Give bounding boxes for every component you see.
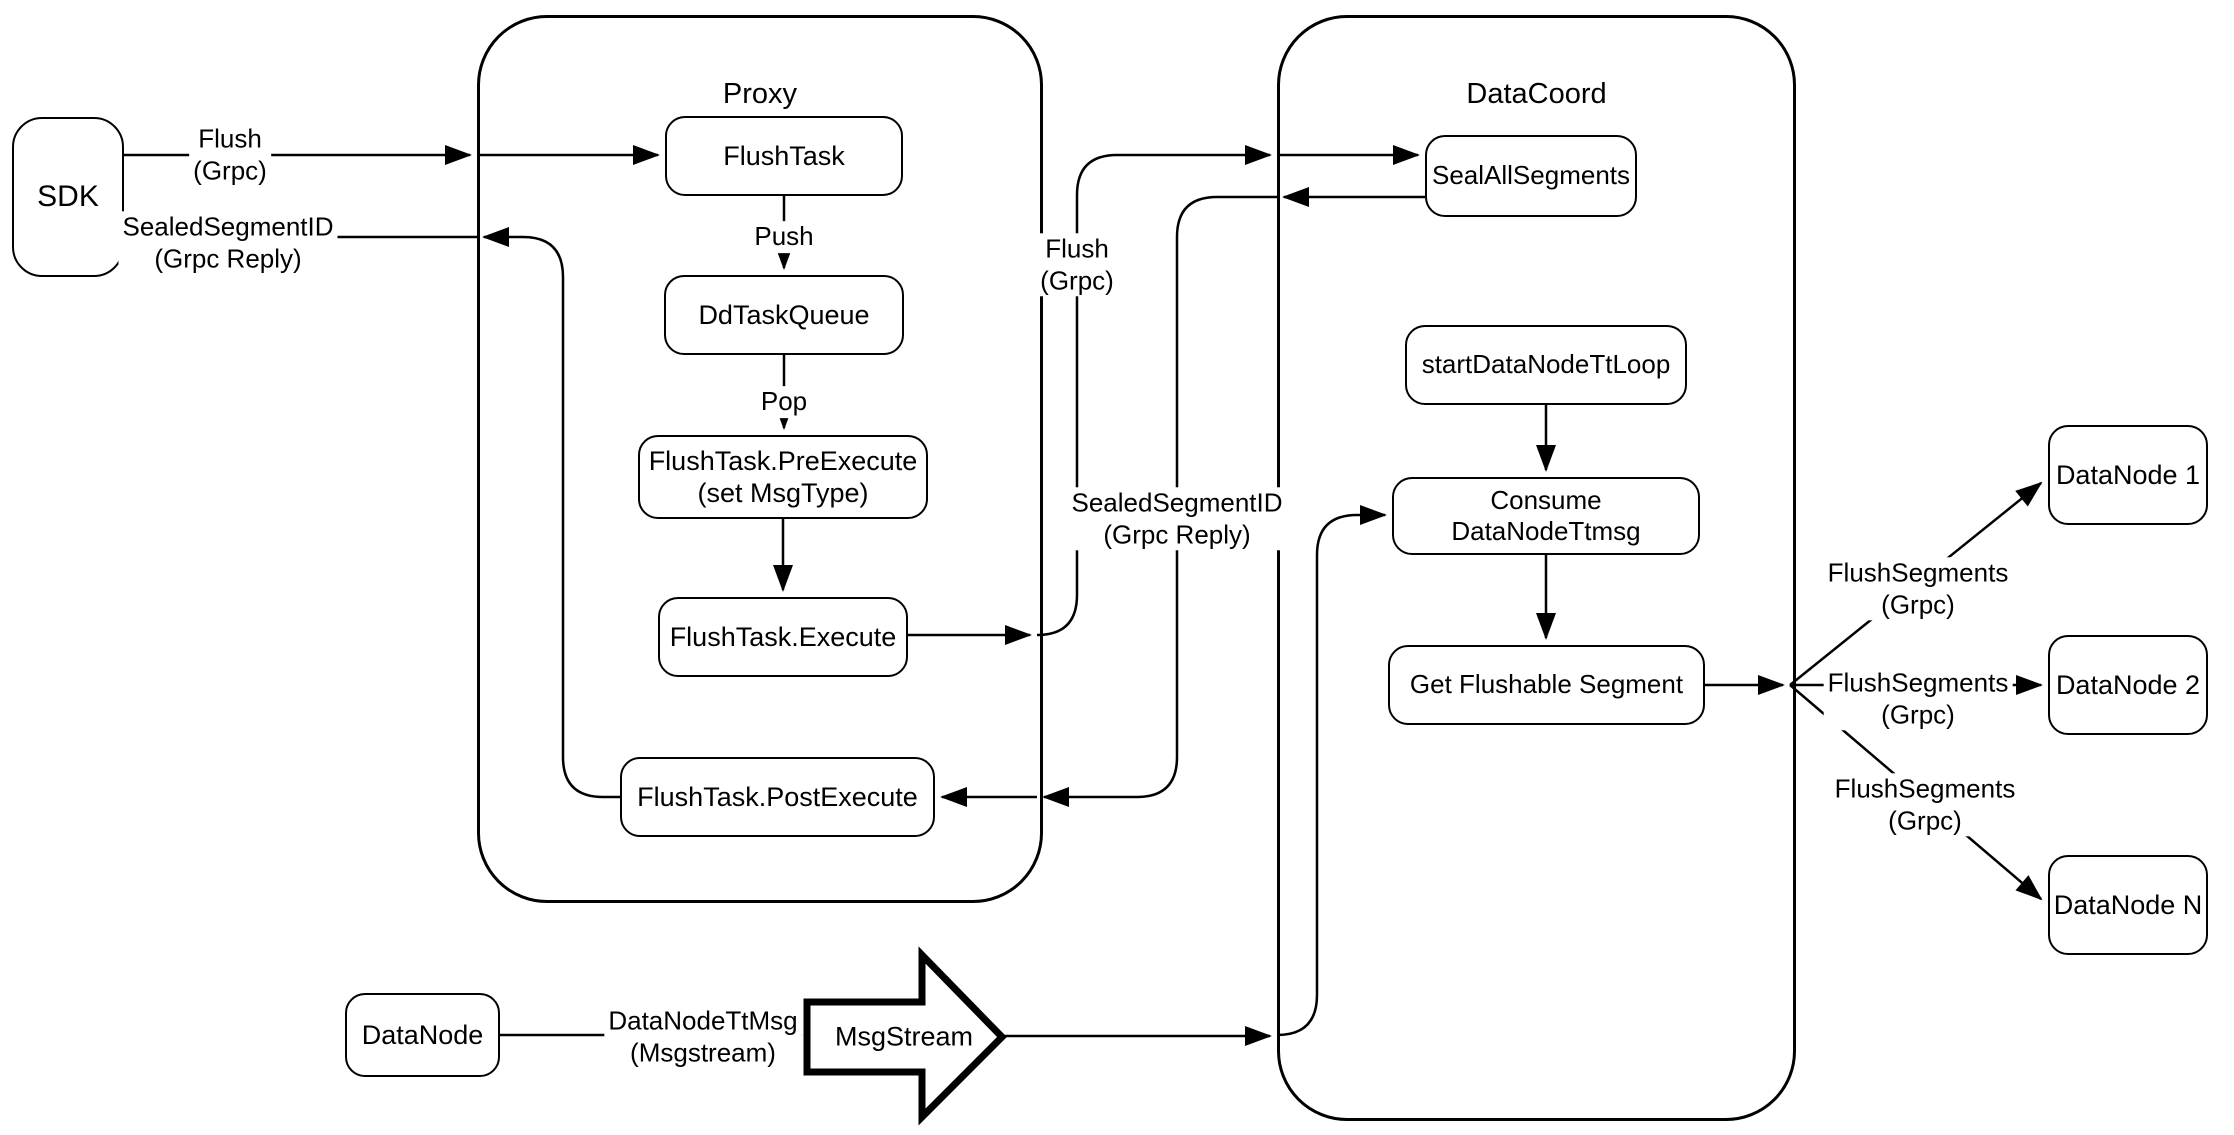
edge-label-sealed-mid: SealedSegmentID (Grpc Reply): [1067, 487, 1287, 551]
edge-label-datanodettmsg: DataNodeTtMsg (Msgstream): [604, 1005, 802, 1069]
edge-label-flush-mid: Flush (Grpc): [1036, 233, 1118, 297]
node-startdatanodettloop: startDataNodeTtLoop: [1405, 325, 1687, 405]
node-flushtask: FlushTask: [665, 116, 903, 196]
node-datanode-label: DataNode: [361, 1019, 484, 1050]
edge-label-flushsegments-1-line2: (Grpc): [1881, 589, 1955, 619]
edge-label-datanodettmsg-line2: (Msgstream): [630, 1037, 776, 1067]
node-datanode-n: DataNode N: [2048, 855, 2208, 955]
edge-datacoord-border-to-consume: [1276, 505, 1387, 1037]
node-postexecute: FlushTask.PostExecute: [620, 757, 935, 837]
node-ddtaskqueue-label: DdTaskQueue: [698, 299, 870, 330]
node-datanode-2: DataNode 2: [2048, 635, 2208, 735]
node-datanode-1: DataNode 1: [2048, 425, 2208, 525]
edge-label-sealed-mid-line2: (Grpc Reply): [1103, 519, 1251, 549]
node-datanode-n-label: DataNode N: [2053, 889, 2203, 920]
node-flushtask-label: FlushTask: [723, 140, 845, 171]
node-postexecute-label: FlushTask.PostExecute: [637, 781, 918, 812]
edge-label-flush-sdk-line2: (Grpc): [193, 155, 267, 185]
edge-label-sealed-sdk: SealedSegmentID (Grpc Reply): [118, 211, 338, 275]
edge-label-flush-mid-line1: Flush: [1045, 233, 1109, 264]
edge-label-push: Push: [750, 221, 818, 253]
edge-label-flushsegments-3-line1: FlushSegments: [1834, 773, 2016, 804]
node-getflushablesegment-label: Get Flushable Segment: [1409, 669, 1684, 700]
edge-label-sealed-sdk-line2: (Grpc Reply): [154, 243, 302, 273]
edge-postexecute-to-proxy-left-border: [482, 227, 620, 799]
edge-label-pop-text: Pop: [760, 386, 808, 417]
msgstream-arrow-shape: [803, 946, 1007, 1126]
edge-label-flushsegments-3: FlushSegments (Grpc): [1830, 773, 2020, 837]
node-preexecute-label-line2: (set MsgType): [697, 478, 869, 508]
node-ddtaskqueue: DdTaskQueue: [664, 275, 904, 355]
node-getflushablesegment: Get Flushable Segment: [1388, 645, 1705, 725]
node-datanode-2-label: DataNode 2: [2055, 669, 2201, 700]
edge-label-flushsegments-2-line1: FlushSegments: [1827, 667, 2009, 698]
edge-label-pop: Pop: [756, 386, 812, 418]
edge-label-flushsegments-3-line2: (Grpc): [1888, 805, 1962, 835]
msgstream-arrow-label: MsgStream: [834, 1021, 974, 1052]
datacoord-container: DataCoord: [1277, 15, 1796, 1121]
node-sdk: SDK: [12, 117, 124, 277]
node-preexecute: FlushTask.PreExecute (set MsgType): [638, 435, 928, 519]
edge-label-flush-sdk-line1: Flush: [198, 123, 262, 154]
node-datanode: DataNode: [345, 993, 500, 1077]
edge-label-sealed-mid-line1: SealedSegmentID: [1071, 487, 1283, 518]
node-sealallsegments-label: SealAllSegments: [1432, 160, 1630, 191]
node-consume-datanodettmsg-label: Consume DataNodeTtmsg: [1451, 484, 1641, 546]
edge-label-flushsegments-1: FlushSegments (Grpc): [1823, 557, 2013, 621]
edge-label-push-text: Push: [754, 221, 814, 252]
edge-label-flush-sdk: Flush (Grpc): [189, 123, 271, 187]
datacoord-container-title: DataCoord: [1466, 78, 1607, 110]
proxy-container: Proxy: [477, 15, 1043, 903]
edge-label-datanodettmsg-line1: DataNodeTtMsg: [608, 1005, 798, 1036]
node-preexecute-label-line1: FlushTask.PreExecute: [648, 445, 918, 476]
proxy-container-title: Proxy: [722, 78, 798, 110]
edge-label-flushsegments-1-line1: FlushSegments: [1827, 557, 2009, 588]
node-execute-label: FlushTask.Execute: [669, 621, 897, 652]
node-consume-datanodettmsg: Consume DataNodeTtmsg: [1392, 477, 1700, 555]
node-startdatanodettloop-label: startDataNodeTtLoop: [1421, 349, 1671, 380]
node-execute: FlushTask.Execute: [658, 597, 908, 677]
edge-flush-proxy-to-datacoord-border: [1036, 145, 1272, 637]
node-sealallsegments: SealAllSegments: [1425, 135, 1637, 217]
edge-label-flushsegments-2-line2: (Grpc): [1881, 699, 1955, 729]
edge-label-sealed-sdk-line1: SealedSegmentID: [122, 211, 334, 242]
edge-label-flush-mid-line2: (Grpc): [1040, 265, 1114, 295]
node-sdk-label: SDK: [37, 180, 99, 213]
node-datanode-1-label: DataNode 1: [2055, 459, 2201, 490]
edge-label-flushsegments-2: FlushSegments (Grpc): [1823, 667, 2013, 731]
